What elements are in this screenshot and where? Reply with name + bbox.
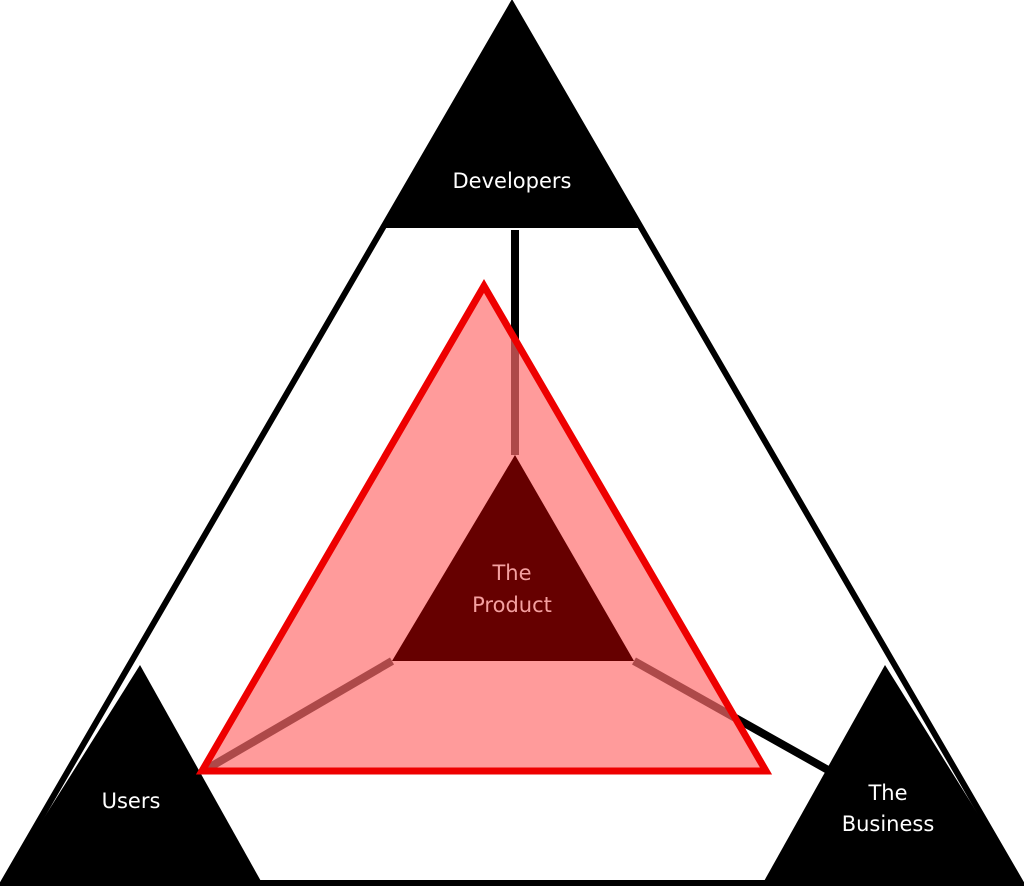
- business-label-line1: The: [867, 781, 907, 805]
- product-core: [392, 455, 634, 661]
- developers-label: Developers: [453, 169, 572, 193]
- developers-node: [385, 5, 638, 228]
- users-node: [3, 665, 262, 883]
- business-label-line2: Business: [842, 812, 935, 836]
- product-label-line2: Product: [472, 593, 552, 617]
- product-label-line1: The: [491, 561, 531, 585]
- users-label: Users: [102, 789, 161, 813]
- business-node: [763, 665, 1021, 883]
